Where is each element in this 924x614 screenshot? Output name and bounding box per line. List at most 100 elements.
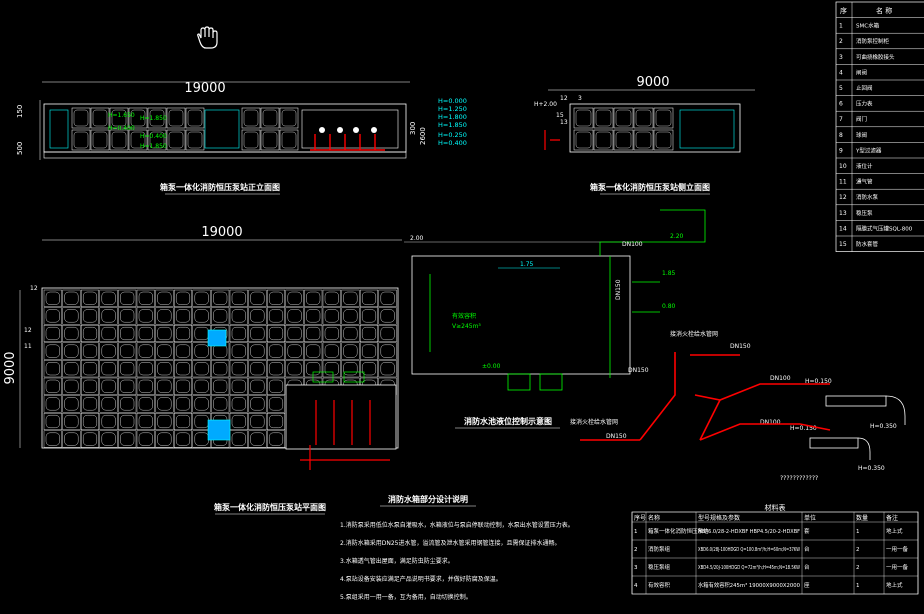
- plan-cell-inner: [157, 309, 172, 323]
- pan-hand-icon[interactable]: [197, 26, 218, 49]
- plan-cell: [211, 307, 230, 325]
- plan-cell-inner: [194, 397, 209, 411]
- plan-cell: [155, 377, 174, 395]
- plan-cell: [136, 430, 155, 448]
- level-1: H=0.000: [438, 97, 467, 105]
- equipment-cell: 2: [856, 565, 860, 571]
- plan-cell: [43, 325, 62, 343]
- plan-cell-inner: [175, 344, 190, 358]
- plan-cell: [173, 307, 192, 325]
- panel-cell: [128, 129, 148, 151]
- plan-cell-inner: [269, 415, 284, 429]
- plan-cell-inner: [362, 309, 377, 323]
- side-label-13: 13: [560, 119, 568, 126]
- plan-cell-inner: [231, 379, 246, 393]
- plan-cell-inner: [194, 344, 209, 358]
- panel-cell: [633, 107, 654, 129]
- plan-cell-inner: [64, 432, 79, 446]
- plan-cell: [155, 342, 174, 360]
- side-label-12: 12: [560, 95, 568, 102]
- note-4: 4.泵站设备安装应满足产品说明书要求，并做好防腐及保温。: [340, 575, 502, 583]
- panel-cell: [90, 129, 110, 151]
- plan-cell-inner: [82, 379, 97, 393]
- panel-cell-inner: [73, 109, 89, 127]
- level-5: H=0.250: [438, 131, 467, 139]
- pipe-question: ????????????: [780, 475, 818, 482]
- legend-row-name: 消防水泵: [856, 193, 879, 201]
- legend-row-name: 消防泵控制柜: [856, 37, 890, 45]
- plan-cell-inner: [231, 415, 246, 429]
- plan-cell-inner: [231, 291, 246, 305]
- plan-cell-inner: [64, 327, 79, 341]
- plan-cell-inner: [64, 397, 79, 411]
- plan-cell-inner: [287, 327, 302, 341]
- plan-cell: [62, 395, 81, 413]
- plan-cell-inner: [175, 432, 190, 446]
- plan-cell: [43, 395, 62, 413]
- plan-cell-inner: [250, 397, 265, 411]
- panel-cell: [633, 129, 654, 151]
- plan-cell: [267, 342, 286, 360]
- plan-cell-inner: [250, 344, 265, 358]
- plan-cell-inner: [138, 397, 153, 411]
- plan-cell: [192, 377, 211, 395]
- plan-cell-inner: [157, 432, 172, 446]
- equipment-cell: 3: [634, 565, 638, 571]
- plan-cell: [62, 325, 81, 343]
- plan-cell: [118, 325, 137, 343]
- level-2: H=1.250: [438, 105, 467, 113]
- panel-cell-inner: [130, 109, 146, 127]
- plan-cell-inner: [231, 397, 246, 411]
- plan-cell: [118, 342, 137, 360]
- plan-cell-inner: [306, 309, 321, 323]
- panel-cell-inner: [262, 131, 278, 149]
- plan-cell-inner: [101, 291, 116, 305]
- plan-cell-inner: [82, 291, 97, 305]
- note-2: 2.消防水箱采用DN25进水管，溢流管及泄水管采用钢管连接，且需保证排水通畅。: [340, 539, 560, 547]
- plan-cell: [173, 325, 192, 343]
- legend-row-no: 7: [839, 116, 843, 123]
- equipment-cell: 消防泵组: [648, 545, 671, 553]
- plan-cell-inner: [269, 344, 284, 358]
- plan-cell: [80, 289, 99, 307]
- equipment-cell: XBD4.5/20J-100HDGD Q=72m³/h;H=45m;N=18.5…: [698, 564, 800, 571]
- plan-cell-inner: [175, 379, 190, 393]
- equipment-header: 型号规格及参数: [698, 514, 740, 522]
- plan-cell-inner: [194, 432, 209, 446]
- side-view: 9000 H+2.00 12 3 13 15 箱泵一体化消防恒压泵站侧立面图: [534, 75, 755, 195]
- level-4: H=1.850: [438, 121, 467, 129]
- plan-cell-inner: [231, 432, 246, 446]
- plan-cell: [62, 289, 81, 307]
- panel-cell-inner: [111, 131, 127, 149]
- plan-cell: [136, 342, 155, 360]
- plan-cell: [136, 377, 155, 395]
- panel-cell-inner: [187, 109, 203, 127]
- plan-cell-inner: [343, 362, 358, 376]
- side-label-15: 15: [556, 112, 564, 119]
- plan-cell: [80, 342, 99, 360]
- front-view: 19000 150 500 H=1.650 H=0.400 H=1.850 H=…: [16, 81, 427, 195]
- panel-cell-inner: [149, 131, 165, 149]
- front-label-3: H=1.850: [140, 115, 167, 122]
- pipe-dn100-b: DN100: [760, 419, 781, 426]
- panel-cell: [71, 107, 91, 129]
- plan-cell-inner: [231, 327, 246, 341]
- panel-cell: [613, 107, 634, 129]
- front-dim-150: 150: [16, 105, 24, 118]
- pipe-level-2: H=0.150: [790, 425, 817, 432]
- plan-cell: [304, 325, 323, 343]
- plan-cell-inner: [175, 327, 190, 341]
- panel-cell: [573, 107, 594, 129]
- panel-cell-inner: [243, 131, 259, 149]
- legend-row-name: Y型过滤器: [855, 146, 882, 154]
- note-5: 5.泵组采用一用一备，互为备用，自动切换控制。: [340, 593, 472, 601]
- plan-cell: [229, 413, 248, 431]
- plan-cell: [80, 325, 99, 343]
- plan-cell: [99, 307, 118, 325]
- plan-cell-inner: [380, 327, 395, 341]
- plan-cell: [173, 395, 192, 413]
- plan-cell: [192, 289, 211, 307]
- panel-cell-inner: [281, 131, 297, 149]
- panel-cell-inner: [575, 131, 592, 149]
